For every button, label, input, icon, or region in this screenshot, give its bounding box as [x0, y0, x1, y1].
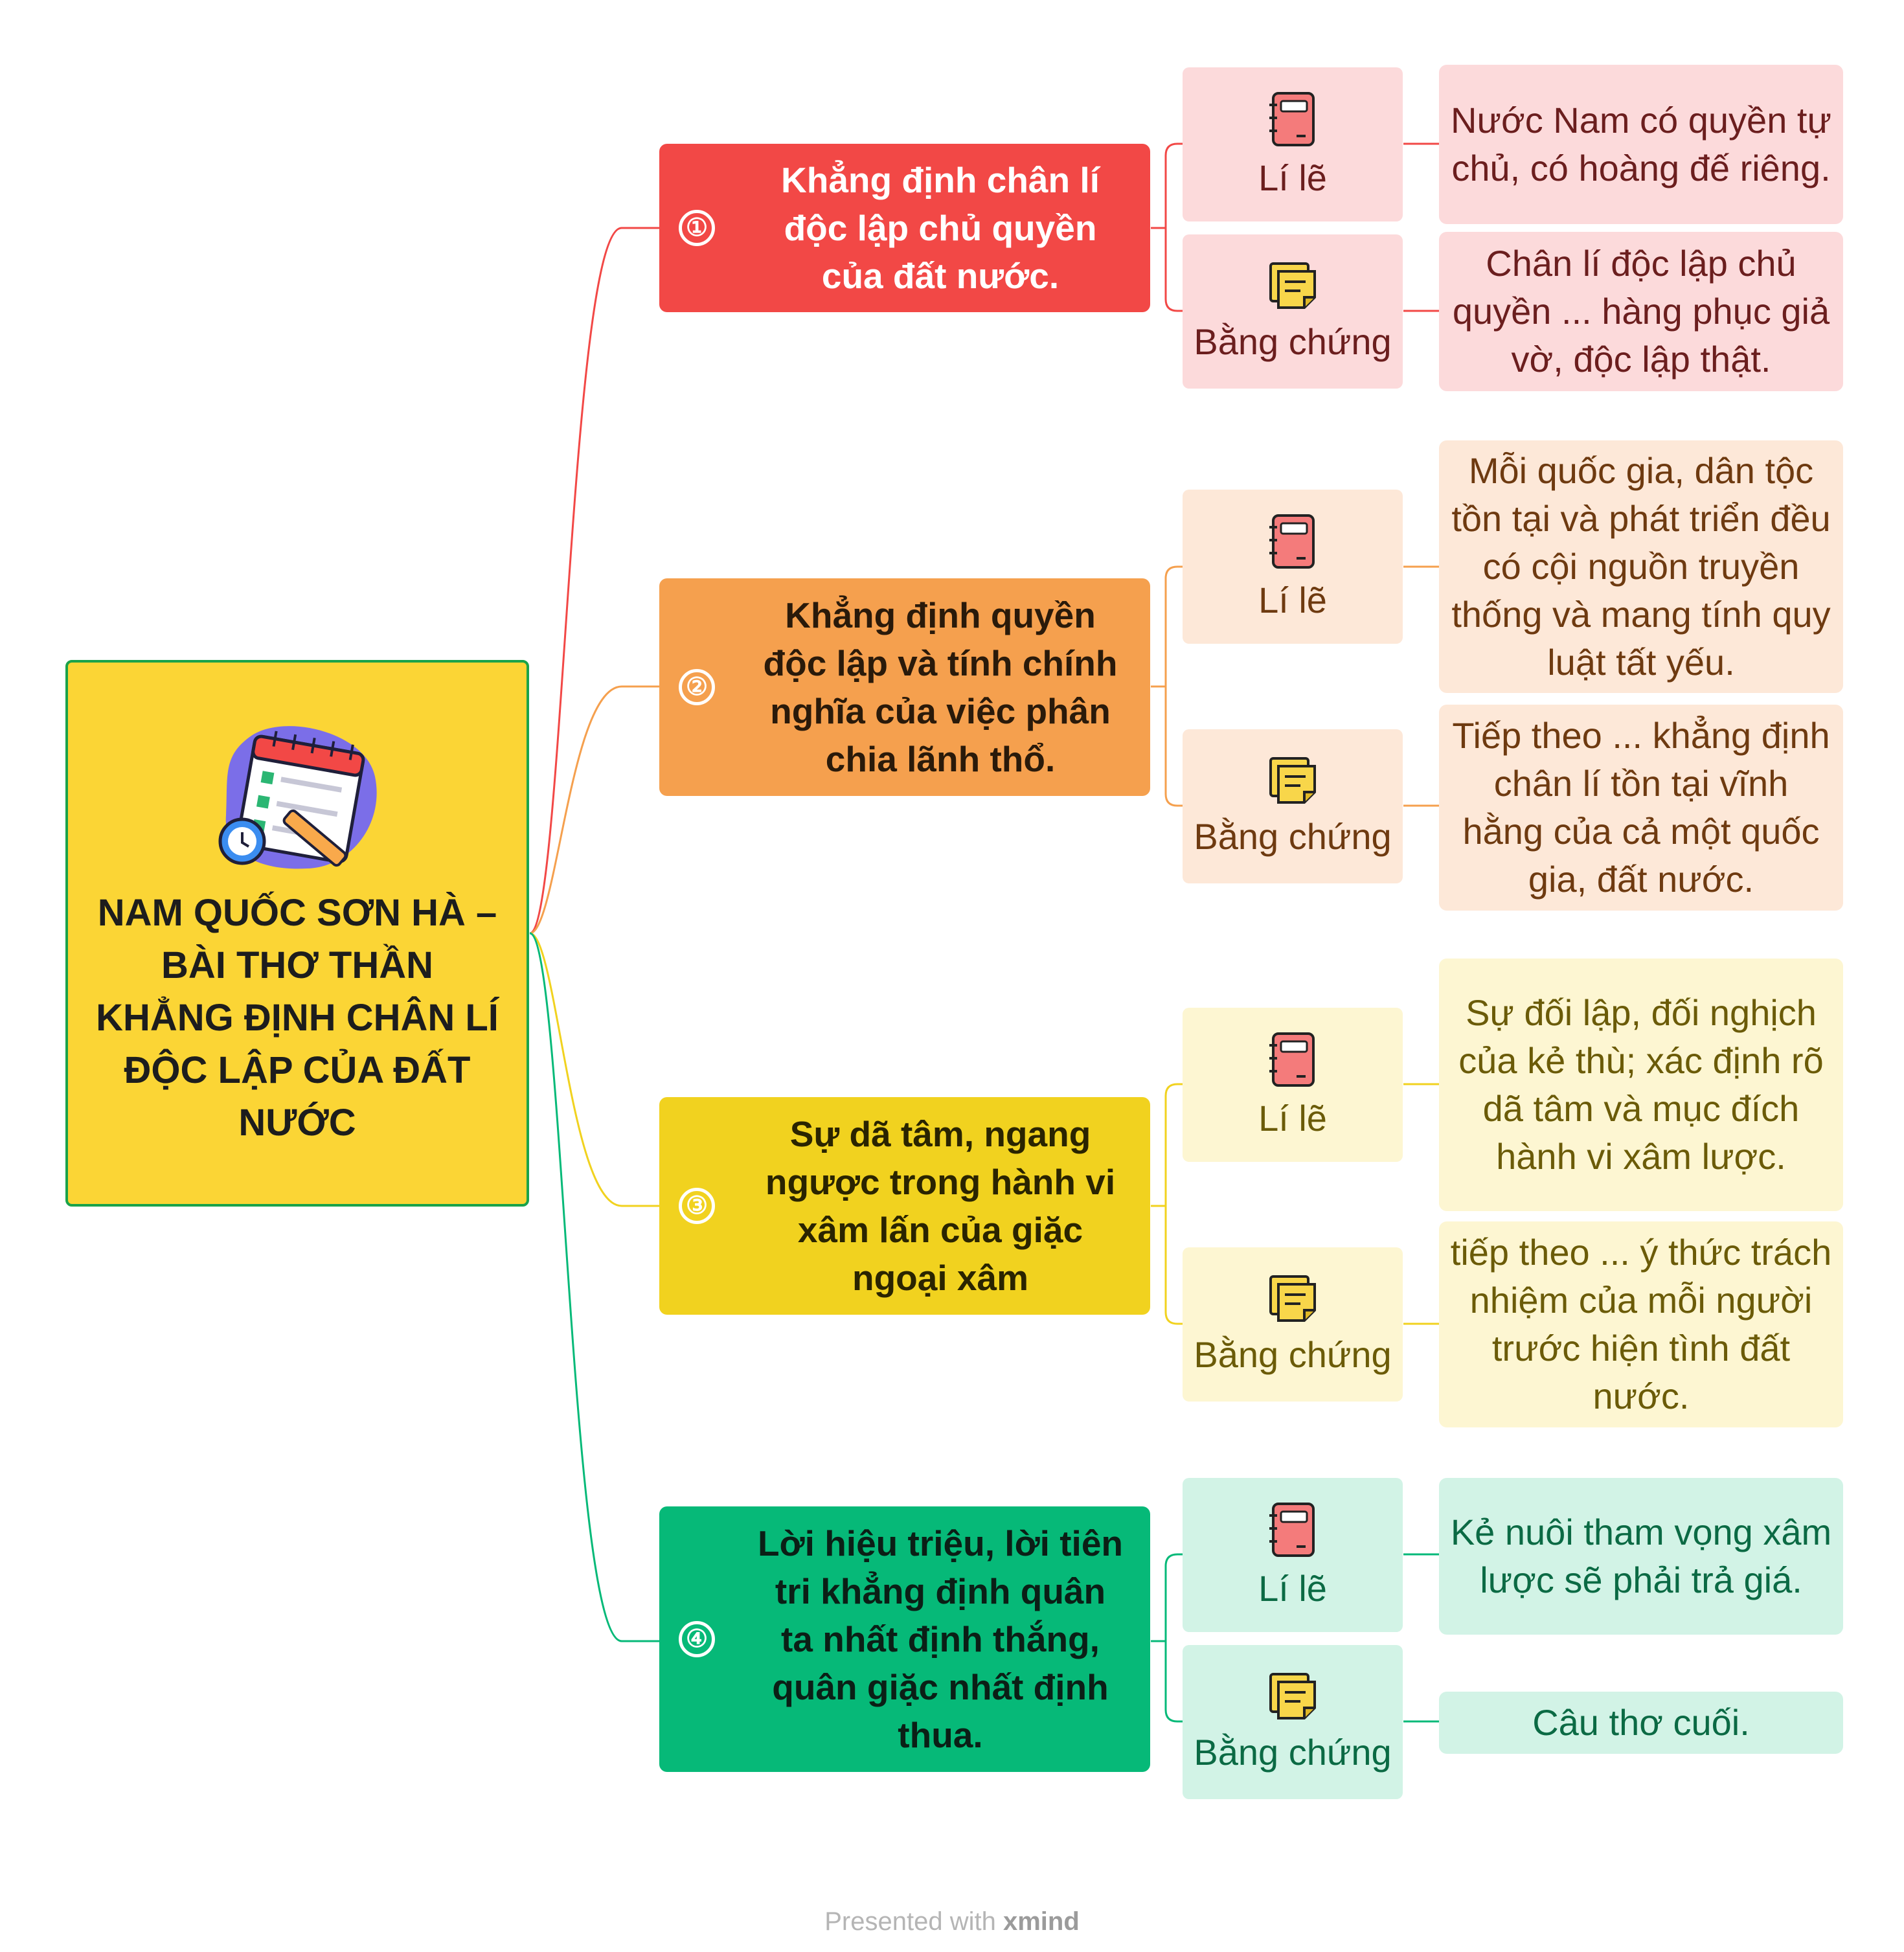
kind-label: Bằng chứng — [1194, 321, 1392, 362]
footer-brand[interactable]: xmind — [1003, 1907, 1080, 1936]
kind-label: Lí lẽ — [1258, 580, 1327, 620]
topic-title-4: Lời hiệu triệu, lời tiên tri khẳng định … — [757, 1523, 1124, 1755]
sticky-note-icon — [1269, 1673, 1316, 1719]
kind-3-reasoning[interactable]: Lí lẽ — [1183, 1008, 1403, 1162]
detail-1-evidence[interactable]: Chân lí độc lập chủ quyền ... hàng phục … — [1439, 232, 1843, 391]
detail-2-reasoning[interactable]: Mỗi quốc gia, dân tộc tồn tại và phát tr… — [1439, 440, 1843, 693]
detail-text: Kẻ nuôi tham vọng xâm lược sẽ phải trả g… — [1450, 1512, 1832, 1600]
topic-number-2: ② — [679, 669, 715, 705]
sticky-note-icon — [1269, 1275, 1316, 1322]
detail-1-reasoning[interactable]: Nước Nam có quyền tự chủ, có hoàng đế ri… — [1439, 65, 1843, 224]
footer-prefix: Presented with — [824, 1907, 996, 1936]
root-title: NAM QUỐC SƠN HÀ – BÀI THƠ THẦN KHẲNG ĐỊN… — [96, 891, 499, 1144]
connector-root-topic-4 — [529, 932, 659, 1642]
topic-number-3: ③ — [679, 1188, 715, 1224]
detail-4-evidence[interactable]: Câu thơ cuối. — [1439, 1692, 1843, 1754]
connector-topic1-kinds — [1151, 142, 1183, 312]
kind-1-reasoning[interactable]: Lí lẽ — [1183, 67, 1403, 221]
connector-root-topic-1 — [529, 227, 659, 935]
connector-topic3-details — [1403, 1083, 1439, 1325]
topic-title-2: Khẳng định quyền độc lập và tính chính n… — [763, 595, 1118, 779]
notebook-icon — [1269, 514, 1315, 569]
footer-credit: Presented with xmind — [0, 1907, 1904, 1936]
connector-topic2-details — [1403, 565, 1439, 807]
detail-text: Câu thơ cuối. — [1532, 1702, 1750, 1743]
kind-label: Bằng chứng — [1194, 816, 1392, 857]
kind-4-reasoning[interactable]: Lí lẽ — [1183, 1478, 1403, 1632]
kind-3-evidence[interactable]: Bằng chứng — [1183, 1247, 1403, 1402]
connector-topic4-kinds — [1151, 1553, 1183, 1723]
detail-text: Nước Nam có quyền tự chủ, có hoàng đế ri… — [1451, 100, 1831, 188]
connector-root-topic-3 — [529, 932, 659, 1207]
kind-4-evidence[interactable]: Bằng chứng — [1183, 1645, 1403, 1799]
topic-number-1: ① — [679, 210, 715, 246]
topic-4[interactable]: ④ Lời hiệu triệu, lời tiên tri khẳng địn… — [659, 1506, 1150, 1772]
kind-1-evidence[interactable]: Bằng chứng — [1183, 234, 1403, 389]
detail-text: Tiếp theo ... khẳng định chân lí tồn tại… — [1452, 715, 1830, 900]
kind-2-evidence[interactable]: Bằng chứng — [1183, 729, 1403, 883]
connector-topic2-kinds — [1151, 565, 1183, 807]
topic-1[interactable]: ① Khẳng định chân lí độc lập chủ quyền c… — [659, 144, 1150, 312]
root-node[interactable]: NAM QUỐC SƠN HÀ – BÀI THƠ THẦN KHẲNG ĐỊN… — [65, 660, 529, 1207]
kind-label: Lí lẽ — [1258, 1568, 1327, 1609]
topic-3[interactable]: ③ Sự dã tâm, ngang ngược trong hành vi x… — [659, 1097, 1150, 1315]
detail-text: Sự đối lập, đối nghịch của kẻ thù; xác đ… — [1458, 992, 1824, 1177]
kind-label: Lí lẽ — [1258, 157, 1327, 198]
detail-2-evidence[interactable]: Tiếp theo ... khẳng định chân lí tồn tại… — [1439, 705, 1843, 911]
connector-topic3-kinds — [1151, 1083, 1183, 1325]
kind-label: Bằng chứng — [1194, 1334, 1392, 1375]
calendar-checklist-icon — [218, 725, 377, 868]
detail-4-reasoning[interactable]: Kẻ nuôi tham vọng xâm lược sẽ phải trả g… — [1439, 1478, 1843, 1635]
kind-label: Bằng chứng — [1194, 1732, 1392, 1773]
notebook-icon — [1269, 1503, 1315, 1557]
kind-label: Lí lẽ — [1258, 1098, 1327, 1139]
detail-text: Chân lí độc lập chủ quyền ... hàng phục … — [1452, 243, 1830, 380]
connector-root-topic-2 — [529, 685, 659, 935]
notebook-icon — [1269, 1032, 1315, 1087]
topic-title-1: Khẳng định chân lí độc lập chủ quyền của… — [781, 160, 1100, 296]
connector-topic4-details — [1403, 1553, 1439, 1723]
kind-2-reasoning[interactable]: Lí lẽ — [1183, 490, 1403, 644]
topic-2[interactable]: ② Khẳng định quyền độc lập và tính chính… — [659, 578, 1150, 796]
detail-3-evidence[interactable]: tiếp theo ... ý thức trách nhiệm của mỗi… — [1439, 1221, 1843, 1427]
connector-topic1-details — [1403, 142, 1439, 312]
detail-text: Mỗi quốc gia, dân tộc tồn tại và phát tr… — [1451, 450, 1831, 683]
notebook-icon — [1269, 92, 1315, 146]
sticky-note-icon — [1269, 757, 1316, 804]
topic-title-3: Sự dã tâm, ngang ngược trong hành vi xâm… — [765, 1114, 1116, 1298]
detail-3-reasoning[interactable]: Sự đối lập, đối nghịch của kẻ thù; xác đ… — [1439, 959, 1843, 1211]
sticky-note-icon — [1269, 262, 1316, 309]
topic-number-4: ④ — [679, 1621, 715, 1657]
detail-text: tiếp theo ... ý thức trách nhiệm của mỗi… — [1450, 1232, 1832, 1416]
